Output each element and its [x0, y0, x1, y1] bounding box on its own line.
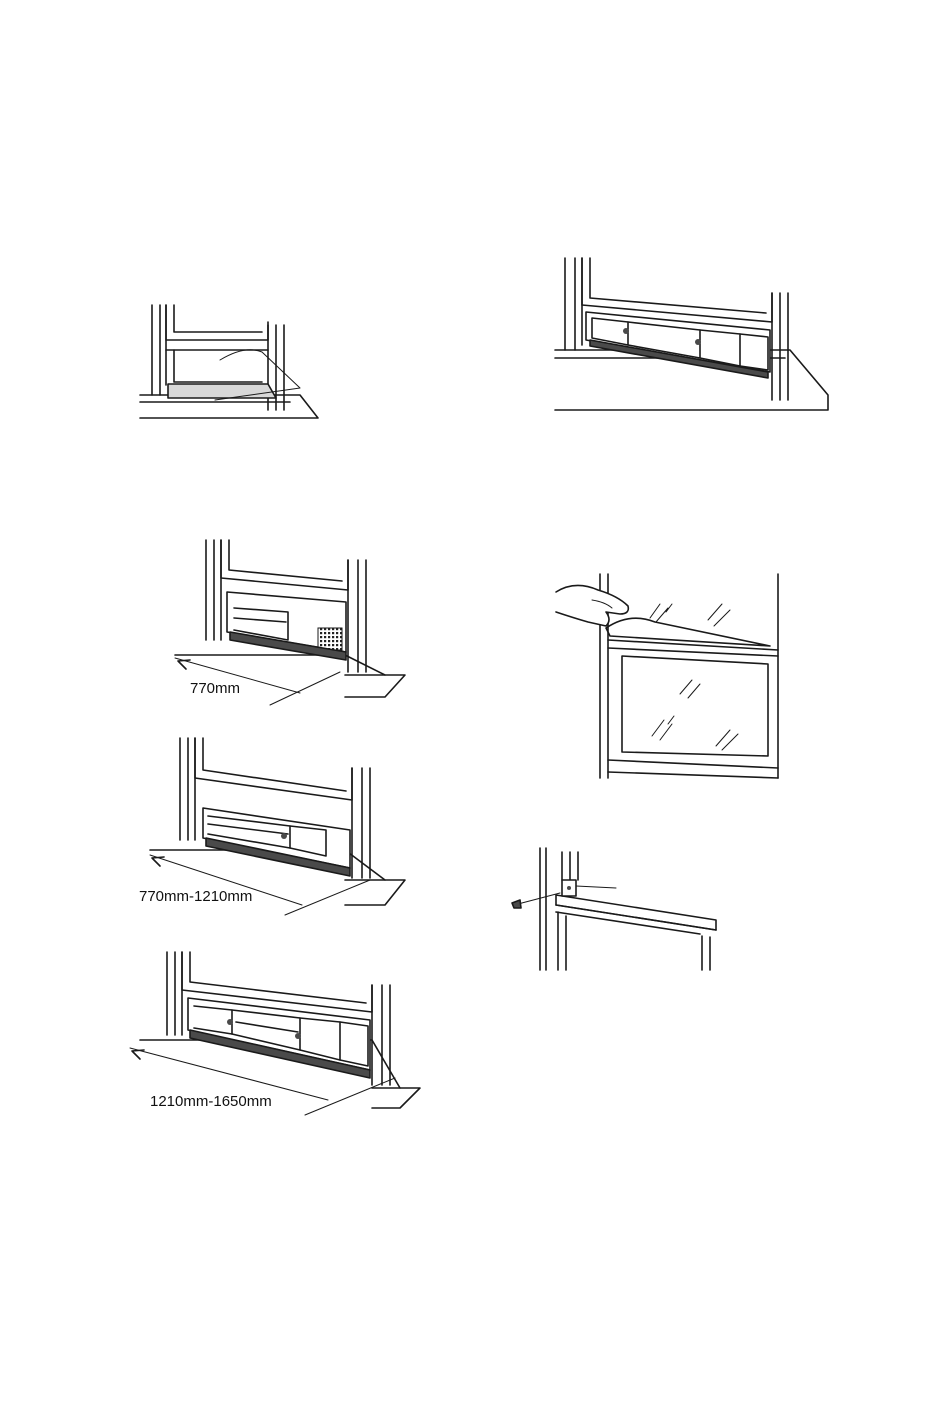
figure-kit-1210-1650: 1210mm-1650mm — [130, 952, 420, 1115]
figure-window-open — [140, 305, 318, 418]
figure-kit-770-1210: 770mm-1210mm — [139, 738, 405, 915]
dimension-label-770-1210: 770mm-1210mm — [139, 888, 252, 905]
figure-bracket-screw — [512, 848, 716, 970]
dimension-label-770: 770mm — [190, 680, 240, 697]
figure-foam-seal — [556, 574, 778, 778]
figure-kit-770: 770mm — [175, 540, 405, 705]
dimension-label-1210-1650: 1210mm-1650mm — [150, 1093, 272, 1110]
figure-kit-installed — [555, 258, 828, 410]
